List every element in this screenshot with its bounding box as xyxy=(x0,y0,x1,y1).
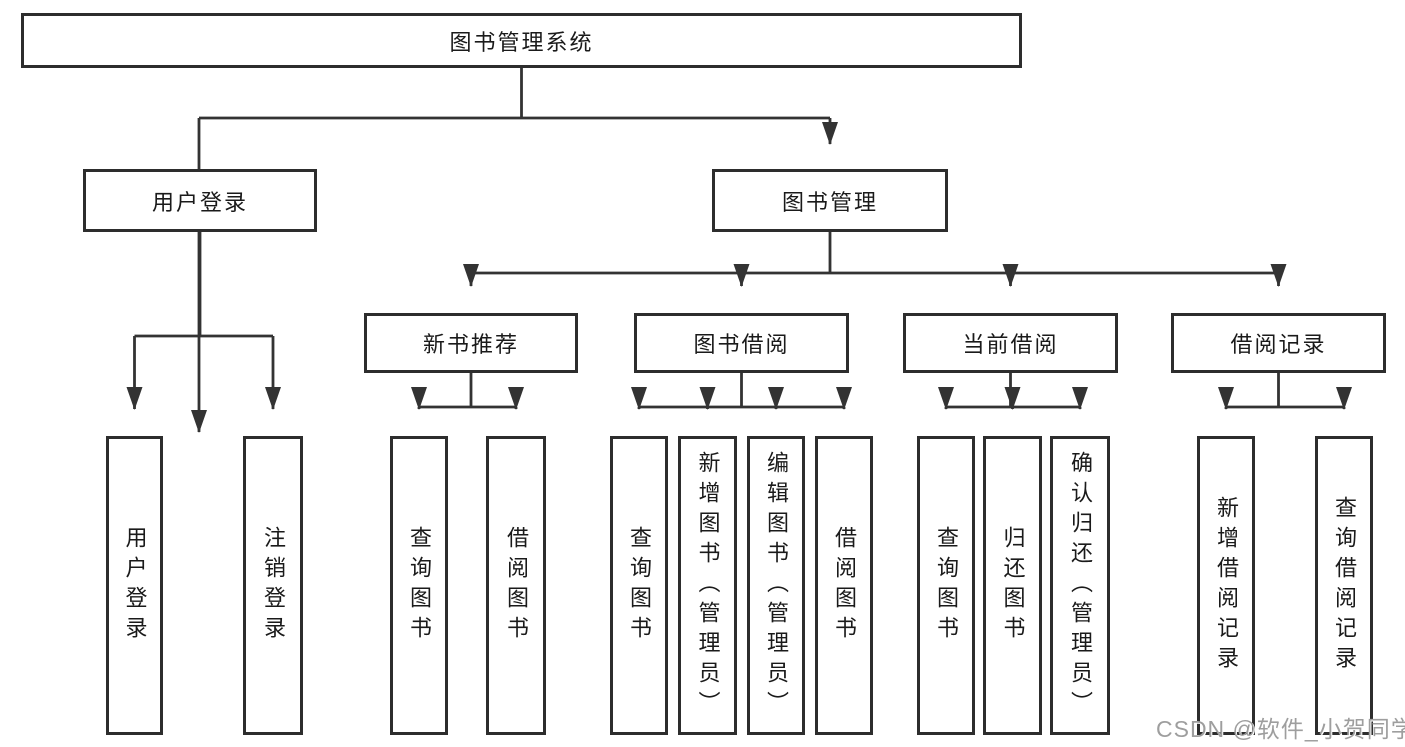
node-root-system: 图书管理系统 xyxy=(21,13,1022,68)
leaf-rec-query-books-label: 查询图书 xyxy=(407,525,432,646)
node-book-management-label: 图书管理 xyxy=(781,189,878,215)
leaf-borrow-books: 借阅图书 xyxy=(815,436,873,735)
leaf-confirm-return-admin: 确认归还（管理员） xyxy=(1050,436,1110,735)
node-user-login-label: 用户登录 xyxy=(151,189,248,215)
leaf-add-books-admin-label: 新增图书（管理员） xyxy=(695,450,721,721)
node-borrowing-records: 借阅记录 xyxy=(1171,313,1386,373)
leaf-logout-label: 注销登录 xyxy=(261,525,286,646)
leaf-return-books: 归还图书 xyxy=(983,436,1042,735)
node-borrowing-records-label: 借阅记录 xyxy=(1230,332,1327,357)
leaf-query-borrow-record-label: 查询借阅记录 xyxy=(1332,495,1357,676)
node-book-management: 图书管理 xyxy=(712,169,948,232)
leaf-return-books-label: 归还图书 xyxy=(1000,525,1026,646)
leaf-edit-books-admin-label: 编辑图书（管理员） xyxy=(764,450,789,721)
node-book-borrowing: 图书借阅 xyxy=(634,313,849,373)
leaf-rec-borrow-books: 借阅图书 xyxy=(486,436,546,735)
leaf-rec-query-books: 查询图书 xyxy=(390,436,448,735)
node-book-borrowing-label: 图书借阅 xyxy=(693,332,790,357)
leaf-current-query-books: 查询图书 xyxy=(917,436,975,735)
leaf-user-login-label: 用户登录 xyxy=(122,525,148,646)
leaf-borrow-query-books: 查询图书 xyxy=(610,436,668,735)
leaf-add-borrow-record-label: 新增借阅记录 xyxy=(1214,495,1239,676)
leaf-confirm-return-admin-label: 确认归还（管理员） xyxy=(1068,450,1093,721)
leaf-query-borrow-record: 查询借阅记录 xyxy=(1315,436,1373,735)
node-user-login: 用户登录 xyxy=(83,169,317,232)
leaf-borrow-query-books-label: 查询图书 xyxy=(627,525,652,646)
leaf-add-books-admin: 新增图书（管理员） xyxy=(678,436,737,735)
leaf-edit-books-admin: 编辑图书（管理员） xyxy=(747,436,805,735)
leaf-user-login: 用户登录 xyxy=(106,436,163,735)
leaf-add-borrow-record: 新增借阅记录 xyxy=(1197,436,1255,735)
node-new-book-recommendation-label: 新书推荐 xyxy=(422,332,519,357)
node-current-borrowing: 当前借阅 xyxy=(903,313,1118,373)
node-current-borrowing-label: 当前借阅 xyxy=(962,332,1059,357)
leaf-current-query-books-label: 查询图书 xyxy=(934,525,959,646)
leaf-rec-borrow-books-label: 借阅图书 xyxy=(504,525,529,646)
leaf-logout: 注销登录 xyxy=(243,436,303,735)
csdn-watermark: CSDN @软件_小贺同学 xyxy=(1156,716,1405,742)
node-new-book-recommendation: 新书推荐 xyxy=(364,313,578,373)
leaf-borrow-books-label: 借阅图书 xyxy=(832,525,857,646)
node-root-label: 图书管理系统 xyxy=(449,29,594,55)
